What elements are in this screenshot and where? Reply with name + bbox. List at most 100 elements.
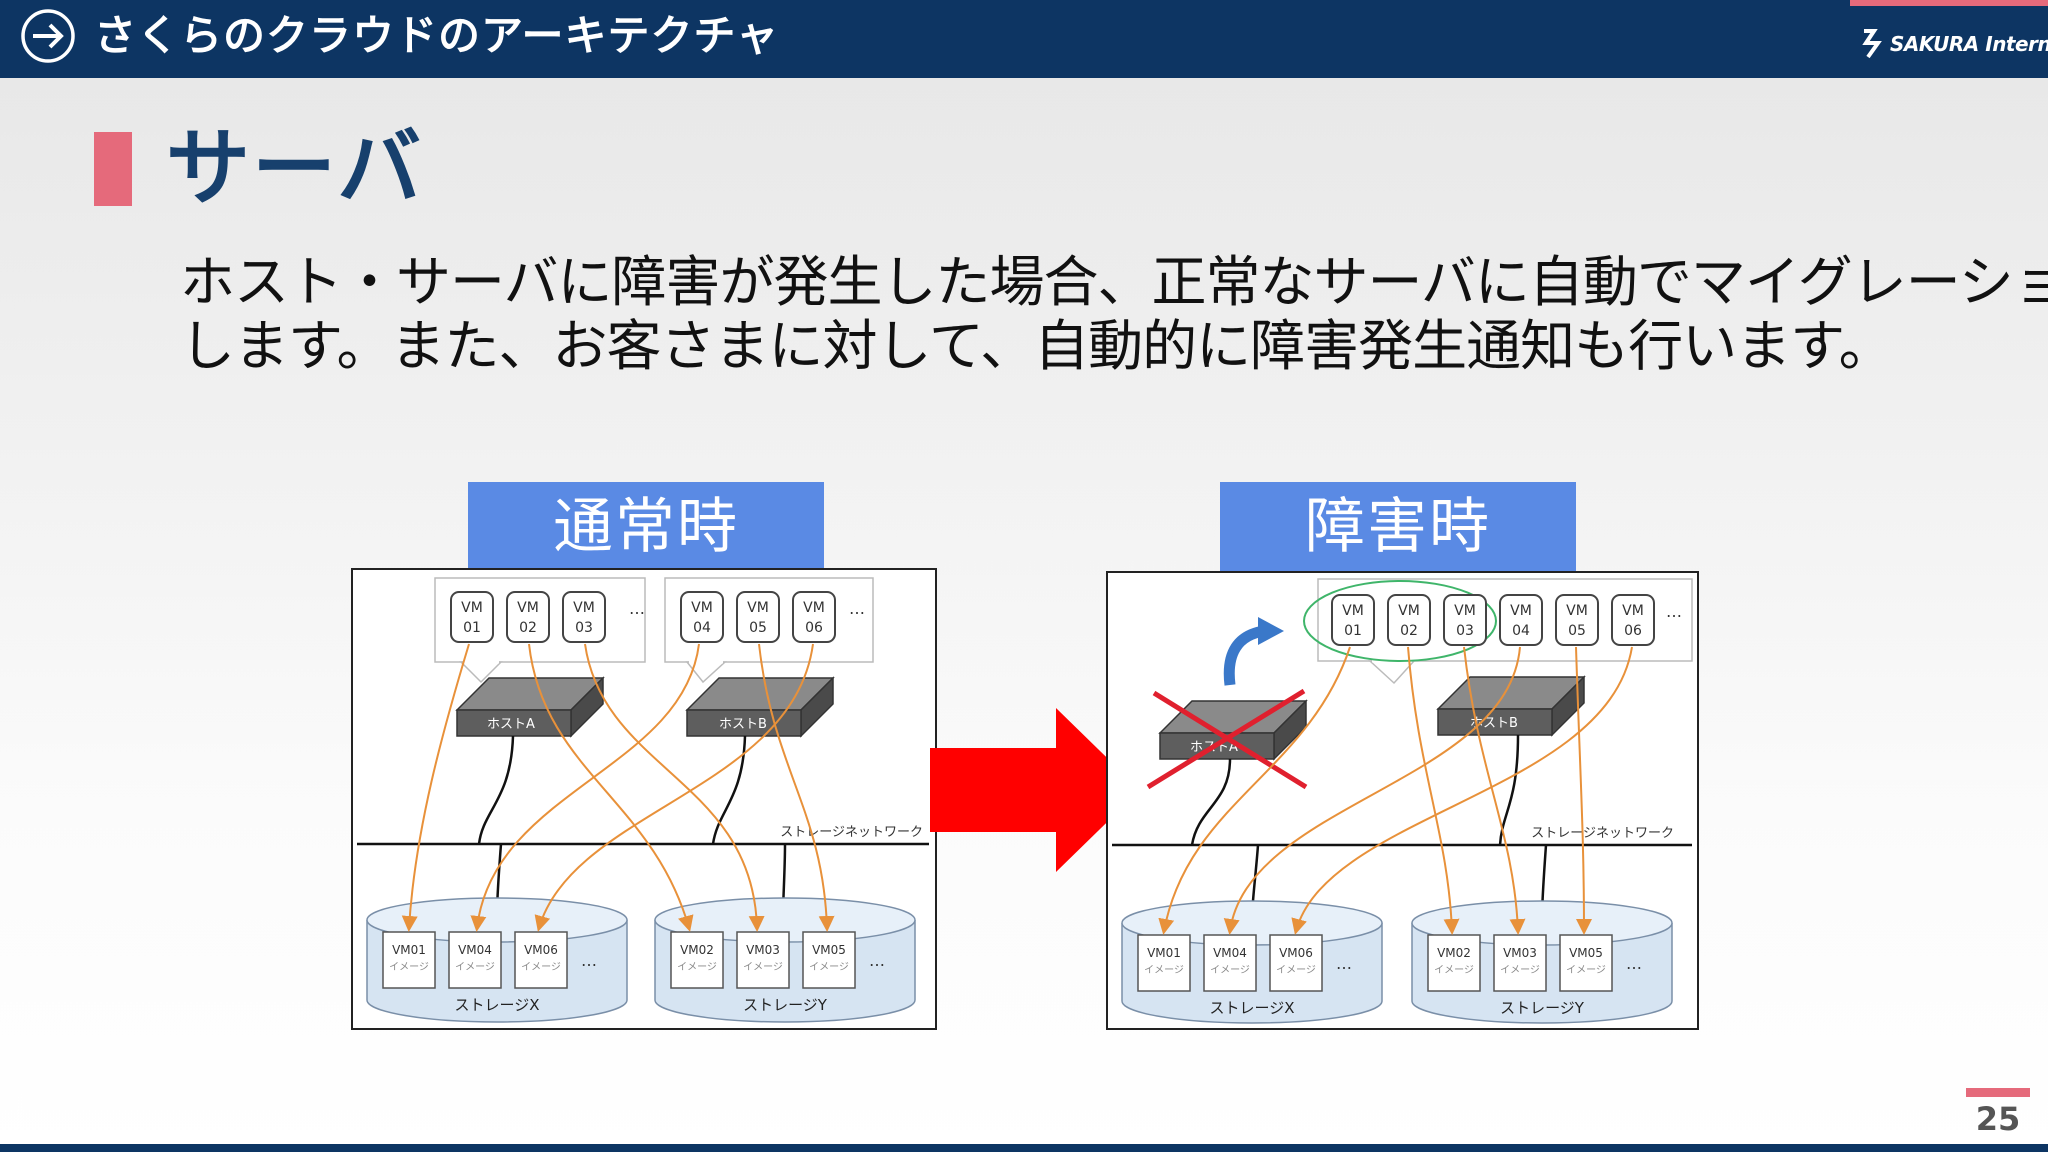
- vm-number: 03: [575, 620, 593, 636]
- storage-y: VM02 イメージ VM03 イメージ VM05 イメージ … ストレージY: [654, 897, 916, 1023]
- sakura-logo: SAKURA Internet: [1858, 24, 2048, 64]
- image-sub: イメージ: [389, 962, 429, 973]
- image-sub: イメージ: [521, 962, 561, 973]
- vm-box-06: VM 06: [792, 591, 836, 643]
- storage-x-ellipsis: …: [581, 951, 597, 970]
- body-line-2: します。また、お客さまに対して、自動的に障害発生通知も行います。: [180, 314, 1894, 378]
- host-b: ホストB: [685, 676, 835, 738]
- vm-label: VM: [1454, 603, 1476, 619]
- image-name: VM06: [1279, 946, 1313, 960]
- host-a-label: ホストA: [487, 717, 535, 732]
- image-name: VM05: [1569, 946, 1603, 960]
- storage-y-image-vm03: VM03 イメージ: [1493, 934, 1547, 992]
- failure-cross-icon: [1146, 688, 1308, 790]
- sakura-logo-icon: [1862, 29, 1882, 59]
- normal-diagram: VM 01 VM 02 VM 03 … VM 04 VM 05 VM 06: [357, 577, 929, 1023]
- header-bar: さくらのクラウドのアーキテクチャ SAKURA Internet: [0, 0, 2048, 78]
- link-vm03: [584, 643, 765, 932]
- host-b-label: ホストB: [719, 717, 767, 732]
- vm-box-01: VM 01: [450, 591, 494, 643]
- vm-box-04: VM 04: [1499, 594, 1543, 646]
- storage-x: VM01 イメージ VM04 イメージ VM06 イメージ … ストレージX: [366, 897, 628, 1023]
- fault-diagram: VM 01 VM 02 VM 03 VM 04 VM 05 VM 06 …: [1112, 578, 1693, 1024]
- image-name: VM03: [1503, 946, 1537, 960]
- vm-image-links: [401, 643, 835, 932]
- vm-label: VM: [1566, 603, 1588, 619]
- host-b-cable: [1498, 734, 1520, 846]
- storage-x-label: ストレージX: [455, 996, 540, 1014]
- logo-accent: [1850, 0, 2048, 6]
- image-name: VM01: [1147, 946, 1181, 960]
- host-a: ホストA: [455, 676, 605, 738]
- storage-x-image-vm06: VM06 イメージ: [514, 931, 568, 989]
- image-sub: イメージ: [1276, 965, 1316, 976]
- vm-label: VM: [461, 600, 483, 616]
- host-a-cable: [477, 735, 515, 845]
- image-name: VM02: [1437, 946, 1471, 960]
- fault-diagram-panel: VM 01 VM 02 VM 03 VM 04 VM 05 VM 06 …: [1106, 571, 1699, 1030]
- image-sub: イメージ: [677, 962, 717, 973]
- body-line-1: ホスト・サーバに障害が発生した場合、正常なサーバに自動でマイグレーション: [180, 250, 2048, 314]
- footer-bar: [0, 1144, 2048, 1152]
- link-vm02: [1407, 646, 1460, 935]
- storage-y-label: ストレージY: [743, 996, 828, 1014]
- section-title-accent: [94, 132, 132, 206]
- link-vm05: [758, 643, 835, 932]
- ellipsis-b: …: [849, 599, 865, 618]
- storage-y-image-vm02: VM02 イメージ: [1427, 934, 1481, 992]
- ellipsis-a: …: [629, 599, 645, 618]
- vm-box-01: VM 01: [1331, 594, 1375, 646]
- image-name: VM01: [392, 943, 426, 957]
- storage-y-image-vm03: VM03 イメージ: [736, 931, 790, 989]
- host-b-label: ホストB: [1470, 716, 1518, 731]
- vm-number: 03: [1456, 623, 1474, 639]
- storage-y-image-vm02: VM02 イメージ: [670, 931, 724, 989]
- link-vm04: [1223, 646, 1521, 935]
- link-vm01: [1158, 646, 1351, 935]
- vm-box-04: VM 04: [680, 591, 724, 643]
- storage-x: VM01 イメージ VM04 イメージ VM06 イメージ … ストレージX: [1121, 900, 1383, 1024]
- storage-network-label: ストレージネットワーク: [780, 825, 923, 840]
- transition-arrow-icon: [930, 708, 1140, 872]
- storage-x-image-vm04: VM04 イメージ: [1203, 934, 1257, 992]
- vm-number: 01: [1344, 623, 1362, 639]
- storage-network-label: ストレージネットワーク: [1531, 826, 1674, 841]
- vm-label: VM: [747, 600, 769, 616]
- storage-y-label: ストレージY: [1500, 999, 1585, 1017]
- vm-number: 06: [805, 620, 823, 636]
- vm-box-05: VM 05: [736, 591, 780, 643]
- image-sub: イメージ: [1210, 965, 1250, 976]
- vm-box-02: VM 02: [1387, 594, 1431, 646]
- page-number-accent: [1966, 1088, 2030, 1097]
- vm-number: 04: [693, 620, 711, 636]
- vm-image-links: [1158, 646, 1633, 935]
- vm-box-06: VM 06: [1611, 594, 1655, 646]
- link-vm03: [1463, 646, 1526, 935]
- host-b: ホストB: [1436, 675, 1586, 737]
- vm-number: 02: [519, 620, 537, 636]
- vm-box-03: VM 03: [562, 591, 606, 643]
- image-name: VM02: [680, 943, 714, 957]
- image-sub: イメージ: [1144, 965, 1184, 976]
- migration-arrow-icon: [1223, 617, 1284, 686]
- link-vm05: [1575, 646, 1592, 935]
- vm-label: VM: [1342, 603, 1364, 619]
- vm-label: VM: [1622, 603, 1644, 619]
- vm-number: 02: [1400, 623, 1418, 639]
- logo-text: SAKURA Internet: [1890, 32, 2048, 56]
- migrated-vm-highlight: [1303, 580, 1497, 662]
- image-sub: イメージ: [1566, 965, 1606, 976]
- storage-x-ellipsis: …: [1336, 954, 1352, 973]
- ellipsis-vms: …: [1666, 602, 1682, 621]
- vm-box-03: VM 03: [1443, 594, 1487, 646]
- vm-label: VM: [1510, 603, 1532, 619]
- section-title: サーバ: [166, 119, 424, 217]
- image-sub: イメージ: [455, 962, 495, 973]
- link-vm06: [1291, 646, 1633, 935]
- page-number: 25: [1975, 1100, 2021, 1138]
- storage-x-label: ストレージX: [1210, 999, 1295, 1017]
- storage-x-image-vm04: VM04 イメージ: [448, 931, 502, 989]
- host-b-cable: [711, 735, 747, 845]
- vm-number: 04: [1512, 623, 1530, 639]
- header-title: さくらのクラウドのアーキテクチャ: [94, 11, 780, 60]
